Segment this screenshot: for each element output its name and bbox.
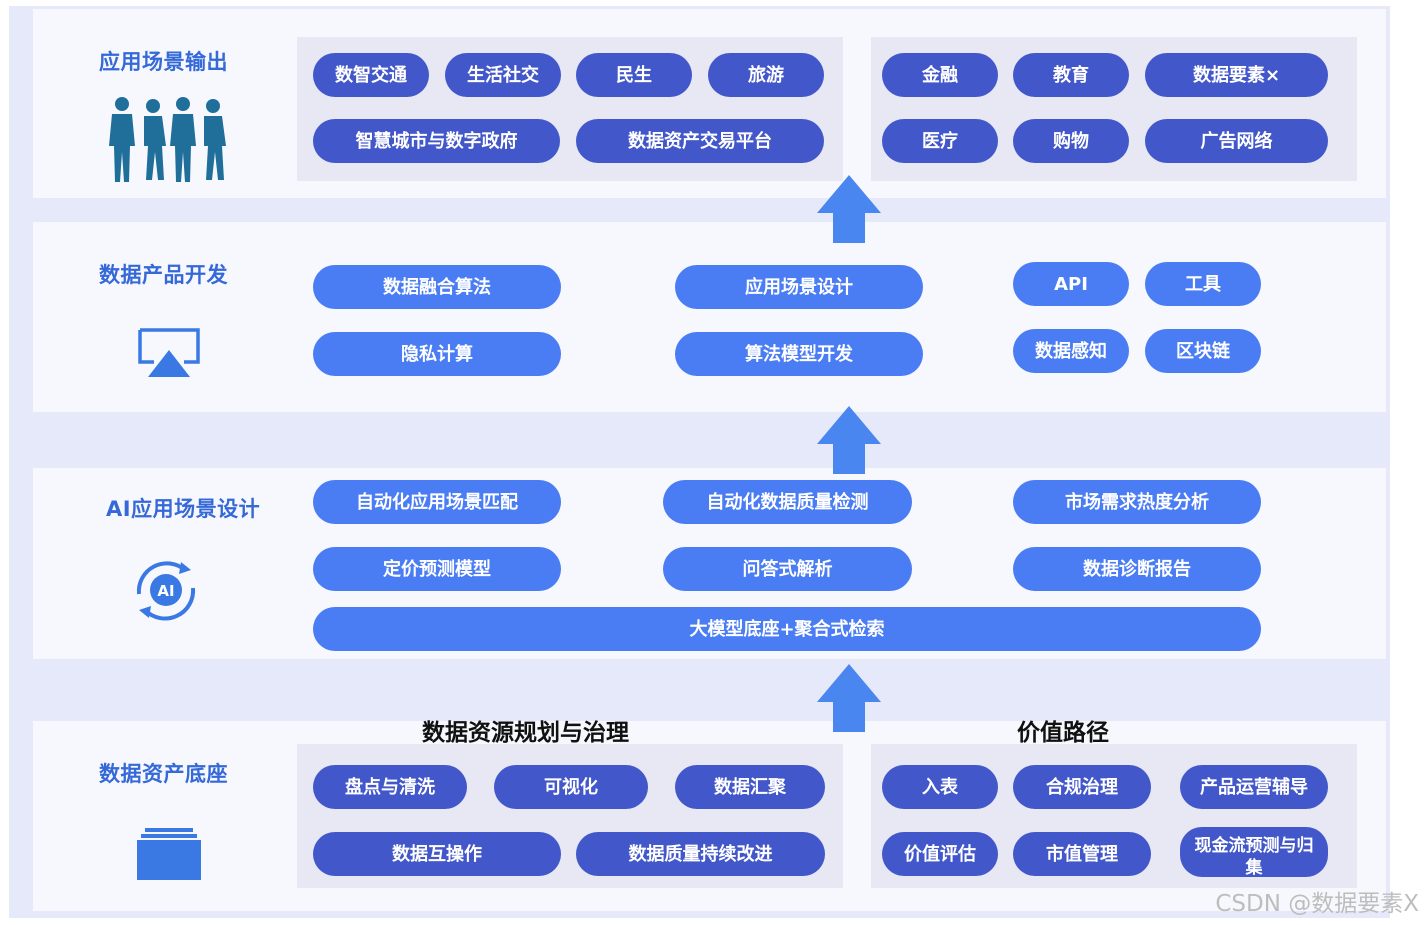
ai-pill[interactable]: 定价预测模型 — [313, 547, 561, 591]
product-pill[interactable]: 数据融合算法 — [313, 265, 561, 309]
ai-pill[interactable]: 自动化数据质量检测 — [663, 480, 912, 524]
governance-pill[interactable]: 数据互操作 — [313, 832, 561, 876]
ai-pill[interactable]: 市场需求热度分析 — [1013, 480, 1261, 524]
ai-pill[interactable]: 自动化应用场景匹配 — [313, 480, 561, 524]
product-pill[interactable]: 算法模型开发 — [675, 332, 923, 376]
scene-pill[interactable]: 生活社交 — [445, 53, 561, 97]
product-pill[interactable]: 数据感知 — [1013, 329, 1129, 373]
ai-icon-text: AI — [157, 582, 174, 600]
scene-pill[interactable]: 民生 — [576, 53, 692, 97]
value-pill[interactable]: 价值评估 — [882, 832, 998, 876]
scene-pill[interactable]: 旅游 — [708, 53, 824, 97]
product-pill[interactable]: 工具 — [1145, 262, 1261, 306]
up-arrow-icon — [817, 406, 881, 474]
product-pill[interactable]: 应用场景设计 — [675, 265, 923, 309]
governance-pill[interactable]: 数据质量持续改进 — [576, 832, 825, 876]
scene-pill[interactable]: 购物 — [1013, 119, 1129, 163]
screen-cast-icon — [138, 328, 200, 377]
up-arrow-icon — [817, 175, 881, 243]
value-pill[interactable]: 产品运营辅导 — [1180, 765, 1328, 809]
ai-circle-icon: AI — [136, 561, 196, 621]
value-pill[interactable]: 合规治理 — [1013, 765, 1151, 809]
scene-pill[interactable]: 金融 — [882, 53, 998, 97]
scene-pill[interactable]: 智慧城市与数字政府 — [313, 119, 560, 163]
value-pill[interactable]: 现金流预测与归集 — [1180, 827, 1328, 878]
layer-label-application-output: 应用场景输出 — [99, 50, 228, 74]
layer-label-ai-scene-design: AI应用场景设计 — [106, 497, 261, 521]
scene-pill[interactable]: 数据资产交易平台 — [576, 119, 824, 163]
resource-planning-title: 数据资源规划与治理 — [422, 720, 629, 746]
ai-pill[interactable]: 问答式解析 — [663, 547, 912, 591]
business-people-icon — [109, 97, 226, 182]
scene-pill[interactable]: 数智交通 — [313, 53, 429, 97]
scene-pill[interactable]: 教育 — [1013, 53, 1129, 97]
value-pill[interactable]: 市值管理 — [1013, 832, 1151, 876]
governance-pill[interactable]: 数据汇聚 — [675, 765, 825, 809]
scene-pill[interactable]: 医疗 — [882, 119, 998, 163]
layer-label-asset-base: 数据资产底座 — [99, 762, 228, 786]
base-model-bar[interactable]: 大模型底座+聚合式检索 — [313, 607, 1261, 651]
product-pill[interactable]: API — [1013, 262, 1129, 306]
value-pill[interactable]: 入表 — [882, 765, 998, 809]
governance-pill[interactable]: 盘点与清洗 — [313, 765, 467, 809]
stacked-folder-icon — [137, 828, 201, 880]
layer-label-product-development: 数据产品开发 — [99, 263, 228, 287]
up-arrow-icon — [817, 664, 881, 732]
watermark: CSDN @数据要素X — [1215, 891, 1419, 917]
governance-pill[interactable]: 可视化 — [494, 765, 648, 809]
value-path-title: 价值路径 — [1017, 720, 1109, 746]
product-pill[interactable]: 隐私计算 — [313, 332, 561, 376]
layer-product-development — [33, 222, 1386, 412]
ai-pill[interactable]: 数据诊断报告 — [1013, 547, 1261, 591]
scene-pill[interactable]: 数据要素× — [1145, 53, 1328, 97]
product-pill[interactable]: 区块链 — [1145, 329, 1261, 373]
scene-pill[interactable]: 广告网络 — [1145, 119, 1328, 163]
